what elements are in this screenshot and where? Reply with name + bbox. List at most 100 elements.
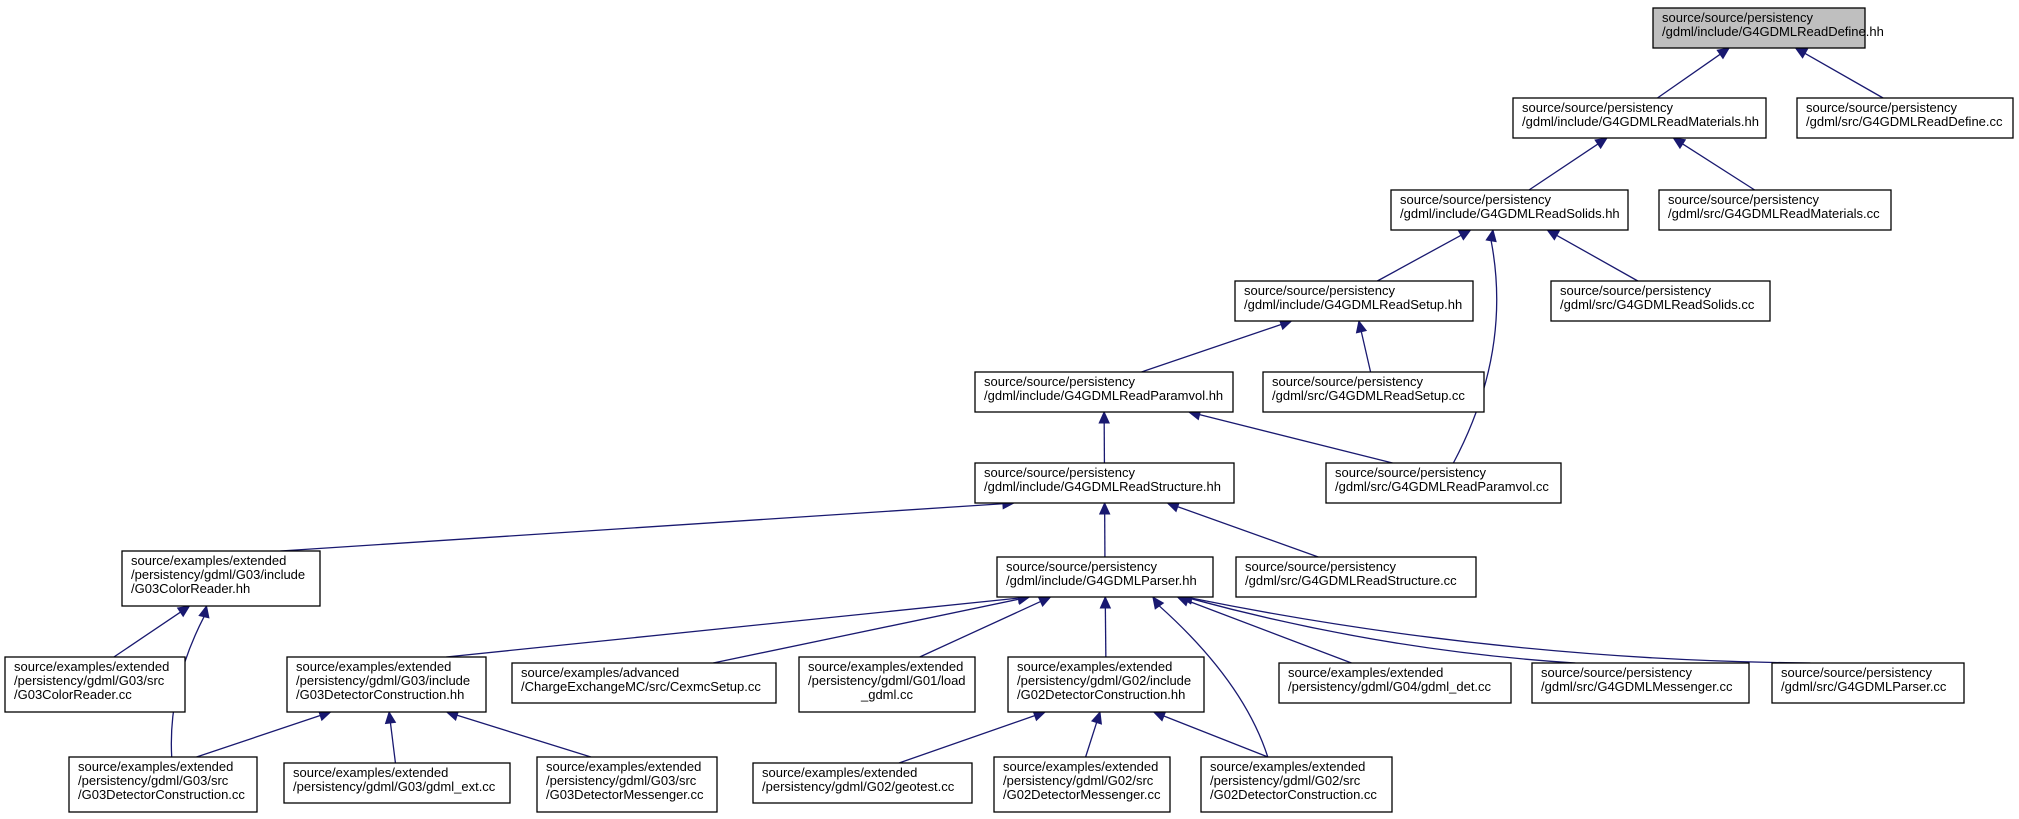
- node-g03_detcons_cc[interactable]: source/examples/extended/persistency/gdm…: [68, 756, 258, 813]
- node-label-line: /persistency/gdml/G04/gdml_det.cc: [1288, 679, 1492, 694]
- arrowhead-icon: [1485, 228, 1497, 243]
- node-box[interactable]: [68, 756, 258, 813]
- node-box[interactable]: [536, 756, 718, 813]
- edge-g03_color_reader_hh-to-read_structure_hh: [280, 503, 1003, 552]
- node-g01_load_gdml_cc[interactable]: source/examples/extended/persistency/gdm…: [798, 656, 976, 713]
- node-label-line: source/source/persistency: [1806, 100, 1958, 115]
- node-g04_gdml_det_cc[interactable]: source/examples/extended/persistency/gdm…: [1278, 662, 1512, 704]
- node-box[interactable]: [1235, 556, 1477, 598]
- node-box[interactable]: [974, 371, 1234, 413]
- node-label-line: /persistency/gdml/G02/geotest.cc: [762, 779, 955, 794]
- edges-layer: [113, 47, 1884, 764]
- node-read_define_cc[interactable]: source/source/persistency/gdml/src/G4GDM…: [1796, 97, 2014, 139]
- node-box[interactable]: [286, 656, 487, 713]
- arrowhead-icon: [176, 605, 191, 618]
- arrowhead-icon: [1099, 595, 1112, 609]
- node-cexmc_setup_cc[interactable]: source/examples/advanced/ChargeExchangeM…: [511, 662, 777, 704]
- node-box[interactable]: [1278, 662, 1512, 704]
- node-box[interactable]: [1658, 189, 1892, 231]
- arrowhead-icon: [1546, 229, 1561, 241]
- node-box[interactable]: [1531, 662, 1750, 704]
- node-label-line: source/examples/extended: [546, 759, 701, 774]
- node-label-line: /persistency/gdml/G01/load: [808, 673, 966, 688]
- edge-read_setup_cc-to-read_setup_hh: [1360, 331, 1372, 373]
- node-label-line: /gdml/include/G4GDMLReadDefine.hh: [1662, 24, 1884, 39]
- node-g03_color_reader_cc[interactable]: source/examples/extended/persistency/gdm…: [4, 656, 186, 713]
- node-label-line: _gdml.cc: [860, 687, 914, 702]
- node-read_structure_hh[interactable]: source/source/persistency/gdml/include/G…: [974, 462, 1235, 504]
- node-label-line: /persistency/gdml/G03/src: [14, 673, 165, 688]
- node-parser_hh[interactable]: source/source/persistency/gdml/include/G…: [996, 556, 1214, 598]
- node-label-line: source/source/persistency: [1244, 283, 1396, 298]
- nodes-layer: source/source/persistency/gdml/include/G…: [4, 7, 2014, 813]
- node-read_materials_hh[interactable]: source/source/persistency/gdml/include/G…: [1512, 97, 1767, 139]
- node-box[interactable]: [1200, 756, 1393, 813]
- edge-g03_det_messenger_cc-to-g03_detcons_hh: [456, 714, 592, 758]
- node-read_structure_cc[interactable]: source/source/persistency/gdml/src/G4GDM…: [1235, 556, 1477, 598]
- node-label-line: source/examples/extended: [296, 659, 451, 674]
- node-box[interactable]: [974, 462, 1235, 504]
- node-label-line: source/source/persistency: [1662, 10, 1814, 25]
- node-read_materials_cc[interactable]: source/source/persistency/gdml/src/G4GDM…: [1658, 189, 1892, 231]
- node-g02_detcons_cc[interactable]: source/examples/extended/persistency/gdm…: [1200, 756, 1393, 813]
- node-box[interactable]: [1796, 97, 2014, 139]
- node-read_setup_hh[interactable]: source/source/persistency/gdml/include/G…: [1234, 280, 1474, 322]
- node-label-line: source/source/persistency: [1541, 665, 1693, 680]
- node-label-line: /gdml/src/G4GDMLMessenger.cc: [1541, 679, 1733, 694]
- node-g02_detcons_hh[interactable]: source/examples/extended/persistency/gdm…: [1007, 656, 1205, 713]
- node-box[interactable]: [121, 550, 321, 607]
- node-read_setup_cc[interactable]: source/source/persistency/gdml/src/G4GDM…: [1262, 371, 1485, 413]
- arrowhead-icon: [1594, 137, 1609, 150]
- node-g03_detcons_hh[interactable]: source/examples/extended/persistency/gdm…: [286, 656, 487, 713]
- node-box[interactable]: [283, 762, 511, 804]
- arrowhead-icon: [1098, 501, 1111, 515]
- node-box[interactable]: [4, 656, 186, 713]
- node-box[interactable]: [511, 662, 777, 704]
- node-label-line: source/examples/extended: [1210, 759, 1365, 774]
- node-g03_color_reader_hh[interactable]: source/examples/extended/persistency/gdm…: [121, 550, 321, 607]
- edge-parser_cc-to-parser_hh: [1191, 597, 1811, 664]
- node-g02_geotest_cc[interactable]: source/examples/extended/persistency/gdm…: [752, 762, 973, 804]
- node-read_paramvol_cc[interactable]: source/source/persistency/gdml/src/G4GDM…: [1325, 462, 1562, 504]
- edge-read_paramvol_hh-to-read_setup_hh: [1141, 323, 1282, 373]
- node-box[interactable]: [1652, 7, 1866, 49]
- edge-cexmc_setup_cc-to-parser_hh: [713, 598, 1019, 664]
- node-box[interactable]: [1390, 189, 1629, 231]
- node-box[interactable]: [1007, 656, 1205, 713]
- arrowhead-icon: [198, 604, 210, 619]
- node-box[interactable]: [1325, 462, 1562, 504]
- node-box[interactable]: [1512, 97, 1767, 139]
- node-label-line: /persistency/gdml/G03/gdml_ext.cc: [293, 779, 496, 794]
- node-parser_cc[interactable]: source/source/persistency/gdml/src/G4GDM…: [1771, 662, 1965, 704]
- node-read_paramvol_hh[interactable]: source/source/persistency/gdml/include/G…: [974, 371, 1234, 413]
- node-g02_det_messenger_cc[interactable]: source/examples/extended/persistency/gdm…: [993, 756, 1171, 813]
- node-box[interactable]: [1262, 371, 1485, 413]
- node-label-line: /gdml/src/G4GDMLReadStructure.cc: [1245, 573, 1457, 588]
- node-label-line: /gdml/include/G4GDMLReadSetup.hh: [1244, 297, 1462, 312]
- node-label-line: /gdml/include/G4GDMLReadMaterials.hh: [1522, 114, 1759, 129]
- node-read_solids_cc[interactable]: source/source/persistency/gdml/src/G4GDM…: [1550, 280, 1771, 322]
- node-g03_det_messenger_cc[interactable]: source/examples/extended/persistency/gdm…: [536, 756, 718, 813]
- node-g03_gdml_ext_cc[interactable]: source/examples/extended/persistency/gdm…: [283, 762, 511, 804]
- node-box[interactable]: [1234, 280, 1474, 322]
- node-box[interactable]: [996, 556, 1214, 598]
- node-label-line: /gdml/include/G4GDMLParser.hh: [1006, 573, 1197, 588]
- node-box[interactable]: [1550, 280, 1771, 322]
- node-label-line: /gdml/src/G4GDMLParser.cc: [1781, 679, 1947, 694]
- edge-read_structure_cc-to-read_structure_hh: [1177, 506, 1319, 558]
- node-read_solids_hh[interactable]: source/source/persistency/gdml/include/G…: [1390, 189, 1629, 231]
- edge-read_materials_hh-to-read_define_hh: [1657, 53, 1721, 99]
- node-label-line: /G03DetectorMessenger.cc: [546, 787, 704, 802]
- node-box[interactable]: [1771, 662, 1965, 704]
- node-label-line: source/examples/extended: [1288, 665, 1443, 680]
- node-box[interactable]: [752, 762, 973, 804]
- node-label-line: /G03DetectorConstruction.cc: [78, 787, 245, 802]
- node-read_define_hh[interactable]: source/source/persistency/gdml/include/G…: [1652, 7, 1884, 49]
- node-box[interactable]: [993, 756, 1171, 813]
- node-label-line: source/source/persistency: [1560, 283, 1712, 298]
- node-box[interactable]: [798, 656, 976, 713]
- node-label-line: source/source/persistency: [1272, 374, 1424, 389]
- edge-g02_detcons_cc-to-parser_hh: [1158, 605, 1269, 758]
- node-messenger_cc[interactable]: source/source/persistency/gdml/src/G4GDM…: [1531, 662, 1750, 704]
- node-label-line: source/examples/extended: [808, 659, 963, 674]
